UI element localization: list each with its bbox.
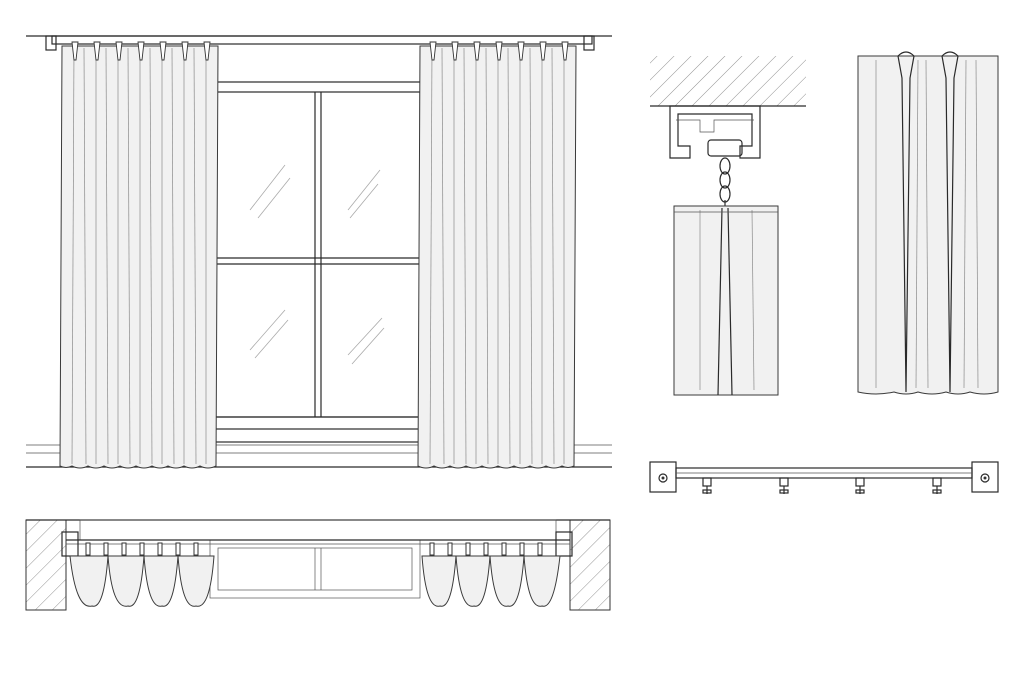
plan-right-wave-curtain	[421, 542, 561, 607]
pleat-fold-right	[941, 51, 959, 393]
rail-carriers	[702, 477, 942, 494]
plan-wall-left	[25, 519, 67, 611]
pleat-fold-left	[897, 51, 915, 393]
carrier-glider	[707, 139, 743, 157]
top-plan-view	[25, 519, 611, 611]
track-end-cap-left	[45, 35, 57, 51]
ceiling-hatch	[650, 56, 806, 106]
section-fabric	[673, 205, 779, 396]
plan-bracket-right	[555, 531, 573, 557]
plan-wall-right	[569, 519, 611, 611]
front-elevation-view	[26, 35, 612, 469]
left-pleat-heads	[71, 41, 211, 61]
left-curtain-panel	[59, 41, 219, 469]
window-sill	[199, 416, 431, 430]
track-section-detail	[650, 56, 806, 396]
right-curtain-panel	[417, 41, 577, 469]
pleat-detail	[857, 51, 999, 395]
track-rail-detail	[649, 461, 999, 494]
carrier-chain	[719, 157, 731, 203]
track-profile	[669, 105, 761, 159]
plan-left-wave-curtain	[69, 542, 215, 607]
window	[199, 81, 431, 443]
track-end-cap-right	[583, 35, 595, 51]
right-pleat-heads	[429, 41, 569, 61]
front-track	[45, 35, 595, 51]
